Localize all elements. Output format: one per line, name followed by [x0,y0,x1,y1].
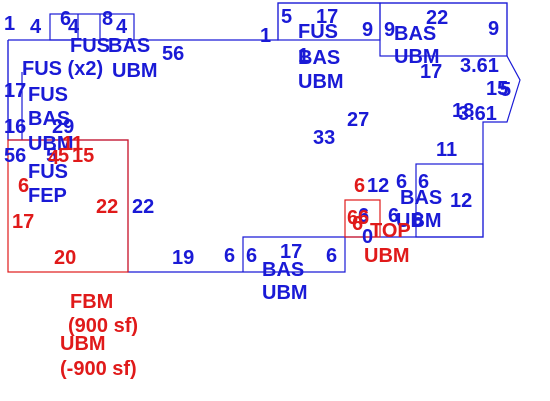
label-b49: 11 [436,139,457,161]
label-b30: 17 [316,6,338,28]
legend-ubm-area: (-900 sf) [60,358,137,380]
label-b31: 1 [260,25,271,47]
label-b3: 4 [68,16,80,38]
label-b4: 8 [102,8,113,30]
label-b11: 17 [4,80,26,102]
label-b52: 6 [418,171,429,193]
label-b22: 19 [172,247,194,269]
label-b50: 12 [367,175,389,197]
label-b46: 18 [452,100,474,122]
label-b20: FEP [28,185,67,207]
label-b56: 6 [388,205,399,227]
label-r6: 22 [96,196,118,218]
label-b6: FUS [70,35,110,57]
legend-ubm-label: UBM [60,333,106,355]
label-b18: 5 [46,145,57,167]
label-b26: 6 [326,245,337,267]
label-b0: 1 [4,13,15,35]
label-b35: BAS [394,23,436,45]
label-b13: 16 [4,116,26,138]
label-b15: 29 [52,116,74,138]
label-b19: FUS [28,161,68,183]
label-b39: BAS [298,47,340,69]
red-small-box [344,199,381,238]
label-b1: 4 [30,16,42,38]
label-b9: FUS (x2) [22,58,103,80]
label-b42: 17 [420,61,442,83]
label-b12: FUS [28,84,68,106]
label-b51: 6 [396,171,407,193]
red-room-box [7,139,129,273]
label-r10: 6 [358,207,369,229]
label-r9: 6 [347,207,358,229]
label-b17: 56 [4,145,26,167]
legend-fbm-label: FBM [70,291,113,313]
label-b40: UBM [298,71,344,93]
label-b47: 3.61 [458,103,497,125]
label-b44: 15 [486,78,508,100]
label-r12: TOP [370,220,411,242]
label-r0: 4 [48,147,60,169]
label-b5: 4 [116,16,128,38]
label-b33: 9 [362,19,373,41]
label-r3: 15 [72,145,94,167]
label-r2: 11 [62,133,83,155]
label-b21: 22 [132,196,154,218]
label-b7: BAS [108,35,150,57]
label-b37: 9 [488,18,499,40]
top-mid-box [277,2,381,41]
label-b23: 6 [224,245,235,267]
label-b8: 56 [162,43,184,65]
label-b60: 5 [500,79,511,101]
label-b25: 17 [280,241,302,263]
label-r8: 6 [354,175,365,197]
label-b55: UBM [396,210,442,232]
label-b16: UBM [28,133,74,155]
label-b54: 12 [450,190,472,212]
red-outlines [7,139,381,273]
label-r1: 5 [58,145,69,167]
label-b2: 6 [60,8,71,30]
label-b48: 33 [313,127,335,149]
blue-labels: 1 4 6 4 8 4 FUS BAS 56 FUS (x2) UBM 17 F… [4,6,511,304]
label-r5: 17 [12,211,34,233]
label-r13: UBM [364,245,410,267]
label-b14: BAS [28,108,70,130]
label-r7: 20 [54,247,76,269]
top-left-box [49,13,135,41]
label-b34: 9 [384,19,395,41]
red-labels: 4 5 11 15 6 17 22 20 6 6 6 6 TOP UBM [12,133,411,269]
label-b53: BAS [400,187,442,209]
label-b59: 0 [362,226,373,248]
label-b24: 6 [246,245,257,267]
label-b38: 1 [298,45,309,67]
label-b28: UBM [262,282,308,304]
label-b10: UBM [112,60,158,82]
label-b58: 6 [412,209,423,231]
label-r4: 6 [18,175,29,197]
legend-fbm-area: (900 sf) [68,315,138,337]
label-b41: UBM [394,46,440,68]
label-b43: 3.61 [460,55,499,77]
label-b29: 5 [281,6,292,28]
label-b45: 27 [347,109,369,131]
label-b36: 22 [426,7,448,29]
right-bay-box [415,163,484,238]
label-b32: FUS [298,21,338,43]
label-b27: BAS [262,259,304,281]
label-b57: 6 [358,205,369,227]
area-legend: FBM (900 sf) UBM (-900 sf) [60,291,138,380]
label-r11: 6 [352,213,363,235]
